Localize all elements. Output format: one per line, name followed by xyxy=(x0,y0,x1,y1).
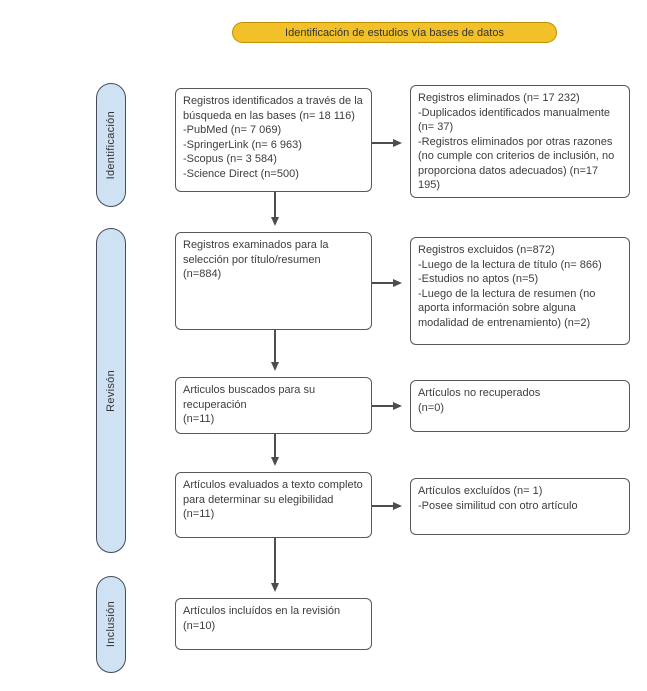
flow-box-records-screened: Registros examinados para la selección p… xyxy=(175,232,372,330)
stage-pill-review: Revisón xyxy=(96,228,126,553)
flow-box-articles-excluded: Artículos excluídos (n= 1) -Posee simili… xyxy=(410,478,630,535)
flow-box-records-removed: Registros eliminados (n= 17 232) -Duplic… xyxy=(410,85,630,198)
flow-box-records-excluded: Registros excluidos (n=872) -Luego de la… xyxy=(410,237,630,345)
flow-box-articles-included: Artículos incluídos en la revisión (n=10… xyxy=(175,598,372,650)
flow-box-articles-assessed: Artículos evaluados a texto completo par… xyxy=(175,472,372,538)
stage-label-review: Revisón xyxy=(105,369,117,412)
flow-box-articles-sought: Articulos buscados para su recuperación … xyxy=(175,377,372,434)
stage-label-identification: Identificación xyxy=(105,110,117,180)
stage-label-inclusion: Inclusión xyxy=(105,601,117,648)
diagram-title: Identificación de estudios vía bases de … xyxy=(285,26,504,39)
stage-pill-inclusion: Inclusión xyxy=(96,576,126,673)
stage-pill-identification: Identificación xyxy=(96,83,126,207)
flow-box-records-identified: Registros identificados a través de la b… xyxy=(175,88,372,192)
flow-box-articles-not-retrieved: Artículos no recuperados (n=0) xyxy=(410,380,630,432)
diagram-title-banner: Identificación de estudios vía bases de … xyxy=(232,22,557,43)
